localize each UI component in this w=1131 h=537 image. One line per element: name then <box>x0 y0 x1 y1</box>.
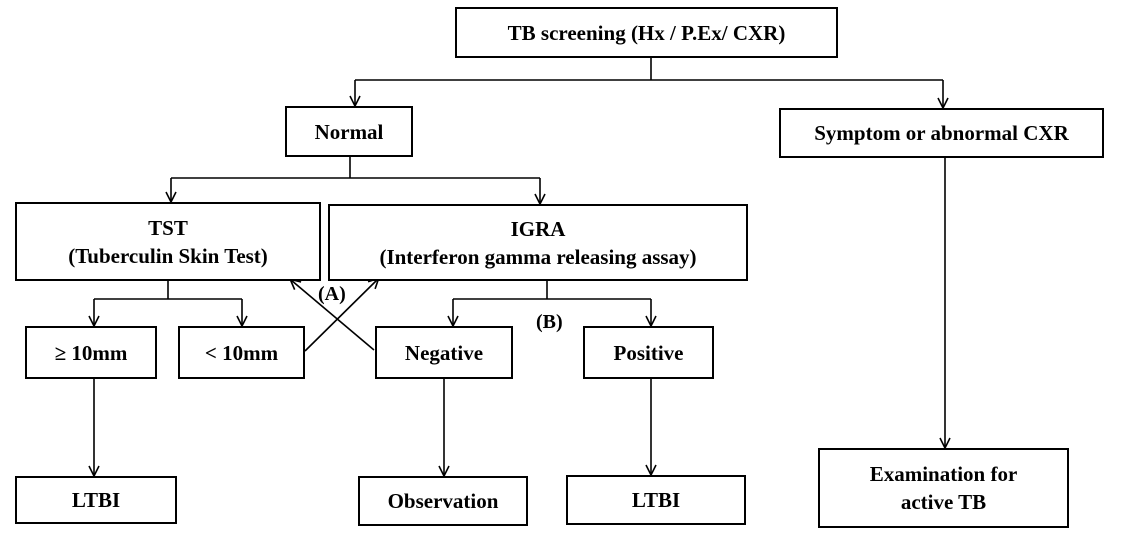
node-negative: Negative <box>375 326 513 379</box>
node-symptom-text: Symptom or abnormal CXR <box>814 121 1069 145</box>
node-observation-text: Observation <box>387 489 499 513</box>
node-tst-subtitle: (Tuberculin Skin Test) <box>68 243 268 268</box>
node-normal: Normal <box>285 106 413 157</box>
node-negative-text: Negative <box>404 340 484 365</box>
node-symptom-abnormal-cxr: Symptom or abnormal CXR <box>779 108 1104 158</box>
arrow-negative-to-tst <box>291 280 375 351</box>
node-igra-title: IGRA <box>510 216 566 241</box>
arrow-lt10-to-igra <box>304 279 378 352</box>
node-ge-10mm: ≥ 10mm <box>25 326 157 379</box>
label-a: (A) <box>318 283 346 305</box>
node-ge-10mm-text: ≥ 10mm <box>54 340 128 365</box>
node-tst-title: TST <box>148 215 188 240</box>
node-ltbi-left: LTBI <box>15 476 177 524</box>
node-tb-screening: TB screening (Hx / P.Ex/ CXR) <box>455 7 838 58</box>
node-observation: Observation <box>358 476 528 526</box>
node-positive: Positive <box>583 326 714 379</box>
node-tb-screening-text: TB screening (Hx / P.Ex/ CXR) <box>507 20 786 45</box>
node-exam-line1: Examination for <box>869 462 1018 486</box>
node-exam-line2: active TB <box>900 490 987 514</box>
node-ltbi-left-text: LTBI <box>71 488 121 512</box>
label-b: (B) <box>536 311 563 333</box>
node-ltbi-right-text: LTBI <box>631 488 681 512</box>
node-igra-subtitle: (Interferon gamma releasing assay) <box>379 244 697 269</box>
node-igra: IGRA (Interferon gamma releasing assay) <box>328 204 748 281</box>
node-positive-text: Positive <box>613 340 684 365</box>
node-tst: TST (Tuberculin Skin Test) <box>15 202 321 281</box>
node-ltbi-right: LTBI <box>566 475 746 525</box>
node-lt-10mm: < 10mm <box>178 326 305 379</box>
node-normal-text: Normal <box>314 119 384 144</box>
node-examination-active-tb: Examination for active TB <box>818 448 1069 528</box>
node-lt-10mm-text: < 10mm <box>204 340 279 365</box>
